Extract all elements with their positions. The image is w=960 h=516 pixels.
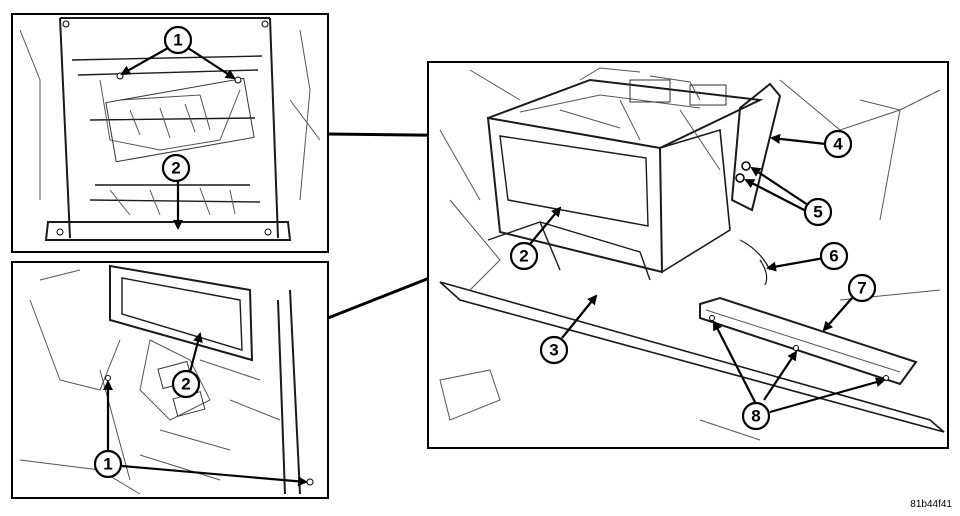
callout-2-main: 2: [509, 241, 539, 271]
svg-text:8: 8: [751, 407, 760, 426]
svg-text:2: 2: [181, 375, 190, 394]
figure-code: 81b44f41: [910, 499, 952, 510]
svg-text:2: 2: [171, 159, 180, 178]
svg-text:2: 2: [519, 247, 528, 266]
svg-text:3: 3: [549, 341, 558, 360]
callout-4-main: 4: [823, 129, 853, 159]
inset-bottom-left: [11, 261, 329, 499]
svg-text:4: 4: [833, 135, 843, 154]
inset-top-left: [11, 13, 329, 253]
svg-text:6: 6: [829, 247, 838, 266]
svg-text:7: 7: [857, 279, 866, 298]
callout-3-main: 3: [539, 335, 569, 365]
callout-1-top-left: 1: [163, 25, 193, 55]
callout-6-main: 6: [819, 241, 849, 271]
callout-8-main: 8: [741, 401, 771, 431]
svg-text:5: 5: [813, 203, 822, 222]
svg-text:1: 1: [103, 455, 112, 474]
svg-text:1: 1: [173, 31, 182, 50]
main-view: [427, 61, 949, 449]
callout-2-bottom-left: 2: [171, 369, 201, 399]
callout-5-main: 5: [803, 197, 833, 227]
callout-7-main: 7: [847, 273, 877, 303]
callout-2-top-left: 2: [161, 153, 191, 183]
callout-1-bottom-left: 1: [93, 449, 123, 479]
